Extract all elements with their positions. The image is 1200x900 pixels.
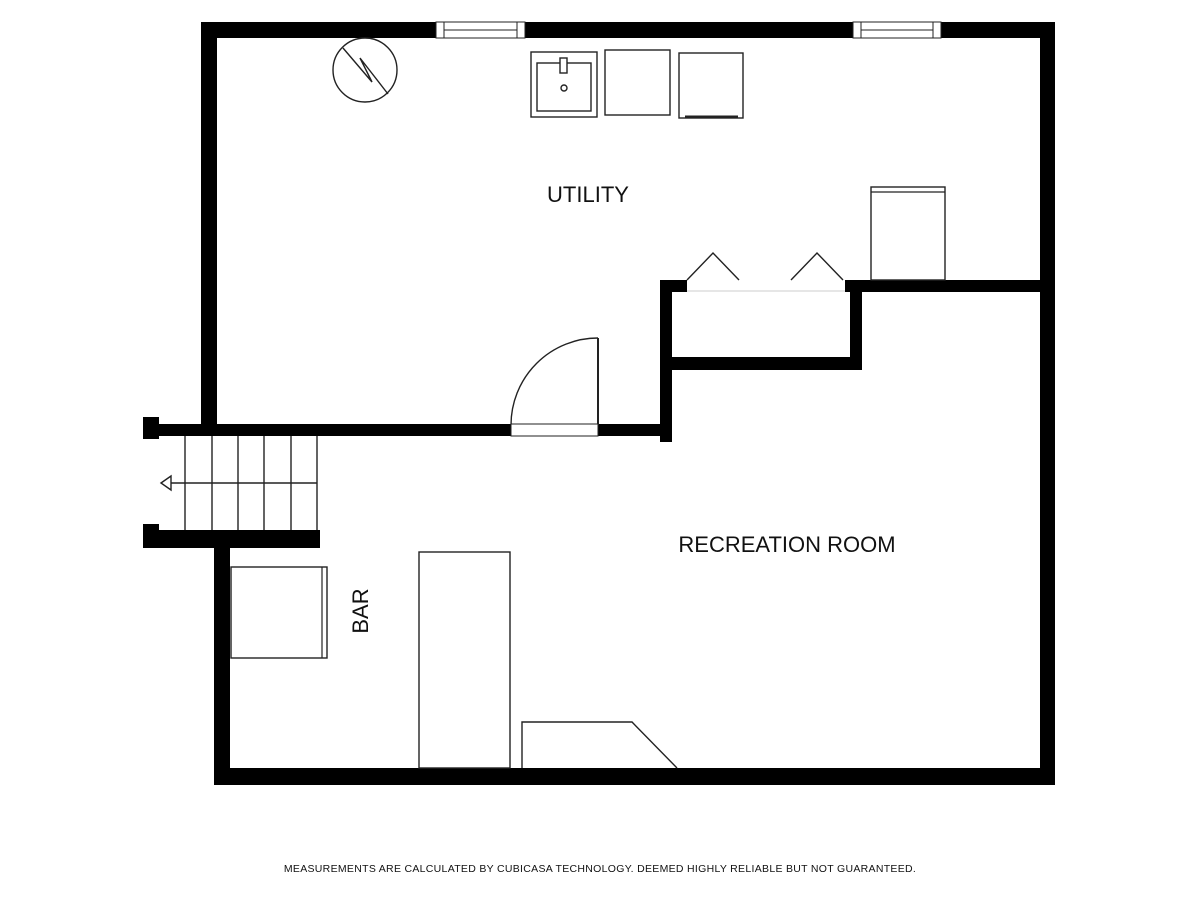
sink-icon [530, 51, 598, 118]
dryer-icon [678, 52, 744, 119]
rec-furniture [521, 721, 678, 769]
wall-utility-left [201, 22, 217, 434]
wall-closet-top-left [660, 280, 687, 292]
room-label-recreation: RECREATION ROOM [678, 532, 895, 557]
utility-cabinet [870, 186, 946, 281]
wall-right [1040, 22, 1055, 785]
disclaimer: MEASUREMENTS ARE CALCULATED BY CUBICASA … [284, 863, 916, 875]
wall-closet-top-right [845, 280, 1040, 292]
wall-bottom [214, 768, 1055, 785]
room-label-utility: UTILITY [547, 182, 629, 207]
washer-icon [604, 49, 671, 116]
wall-stair-bottom-cap [143, 524, 159, 548]
window-left [435, 21, 526, 39]
wall-stair-bottom [143, 530, 320, 548]
wall-closet-bottom [660, 357, 862, 370]
wall-divider-right [598, 424, 672, 436]
water-heater-icon [332, 37, 398, 103]
wall-stair-top-cap [143, 417, 159, 439]
utility-door [510, 337, 599, 437]
wall-closet-right [850, 280, 862, 370]
bar-counter [230, 566, 328, 659]
wall-divider-left [143, 424, 511, 436]
bar-top [418, 551, 511, 769]
stair-arrow-icon [159, 474, 172, 492]
stairs [159, 436, 318, 530]
wall-rec-left [214, 540, 230, 785]
wall-top [201, 22, 1055, 38]
room-label-bar: BAR [348, 588, 373, 633]
closet-doors [686, 251, 845, 292]
walls [143, 22, 1055, 785]
window-right [852, 21, 942, 39]
